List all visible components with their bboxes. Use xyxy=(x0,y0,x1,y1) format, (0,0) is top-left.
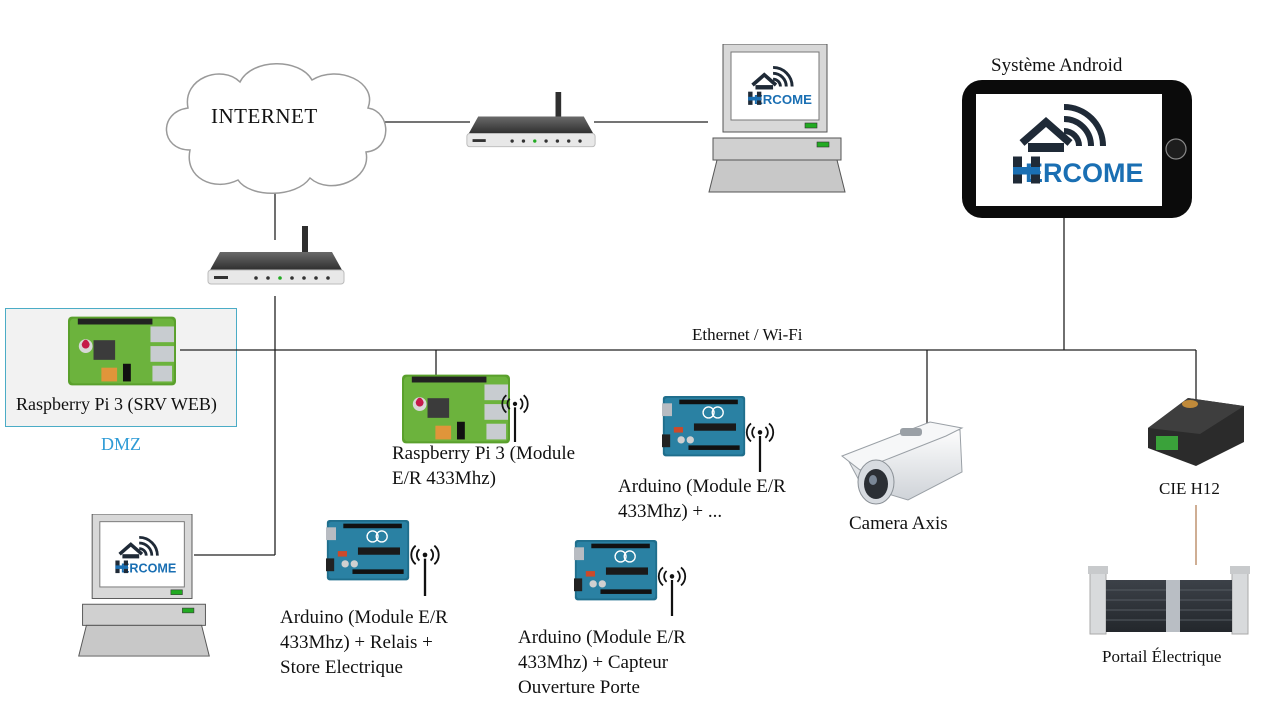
arduino-door-icon xyxy=(574,540,658,604)
gate-label: Portail Électrique xyxy=(1102,647,1222,666)
android-tablet-icon xyxy=(962,80,1192,218)
arduino-relay-label: Arduino (Module E/R 433Mhz) + Relais + S… xyxy=(280,607,448,678)
dmz-label: DMZ xyxy=(101,434,141,454)
antenna-icon-arduino-relay xyxy=(410,544,440,596)
pc-icon-bottom xyxy=(78,514,210,657)
internet-cloud-icon xyxy=(165,63,387,194)
router-icon-dmz xyxy=(207,226,345,285)
arduino-top-label: Arduino (Module E/R 433Mhz) + ... xyxy=(618,476,786,522)
raspberry-pi-module-icon xyxy=(402,374,510,444)
camera-label: Camera Axis xyxy=(849,513,948,534)
antenna-icon-arduino-door xyxy=(657,566,687,616)
android-system-title: Système Android xyxy=(991,55,1123,76)
pc-icon-top xyxy=(708,44,846,193)
raspberry-web-label: Raspberry Pi 3 (SRV WEB) xyxy=(16,394,217,414)
arduino-top-icon xyxy=(662,396,746,460)
arduino-door-label: Arduino (Module E/R 433Mhz) + Capteur Ou… xyxy=(518,627,686,698)
cie-label: CIE H12 xyxy=(1159,479,1220,498)
electric-gate-icon xyxy=(1088,566,1250,635)
raspberry-module-label: Raspberry Pi 3 (Module E/R 433Mhz) xyxy=(392,443,576,489)
network-links xyxy=(180,121,1197,556)
camera-icon xyxy=(840,421,964,505)
raspberry-pi-web-icon xyxy=(68,316,176,386)
arduino-relay-icon xyxy=(326,520,410,584)
router-icon-main xyxy=(466,92,596,148)
cie-h12-icon xyxy=(1148,398,1244,466)
network-label: Ethernet / Wi-Fi xyxy=(692,325,803,344)
internet-label: INTERNET xyxy=(211,104,318,128)
antenna-icon-arduino-top xyxy=(745,422,775,472)
